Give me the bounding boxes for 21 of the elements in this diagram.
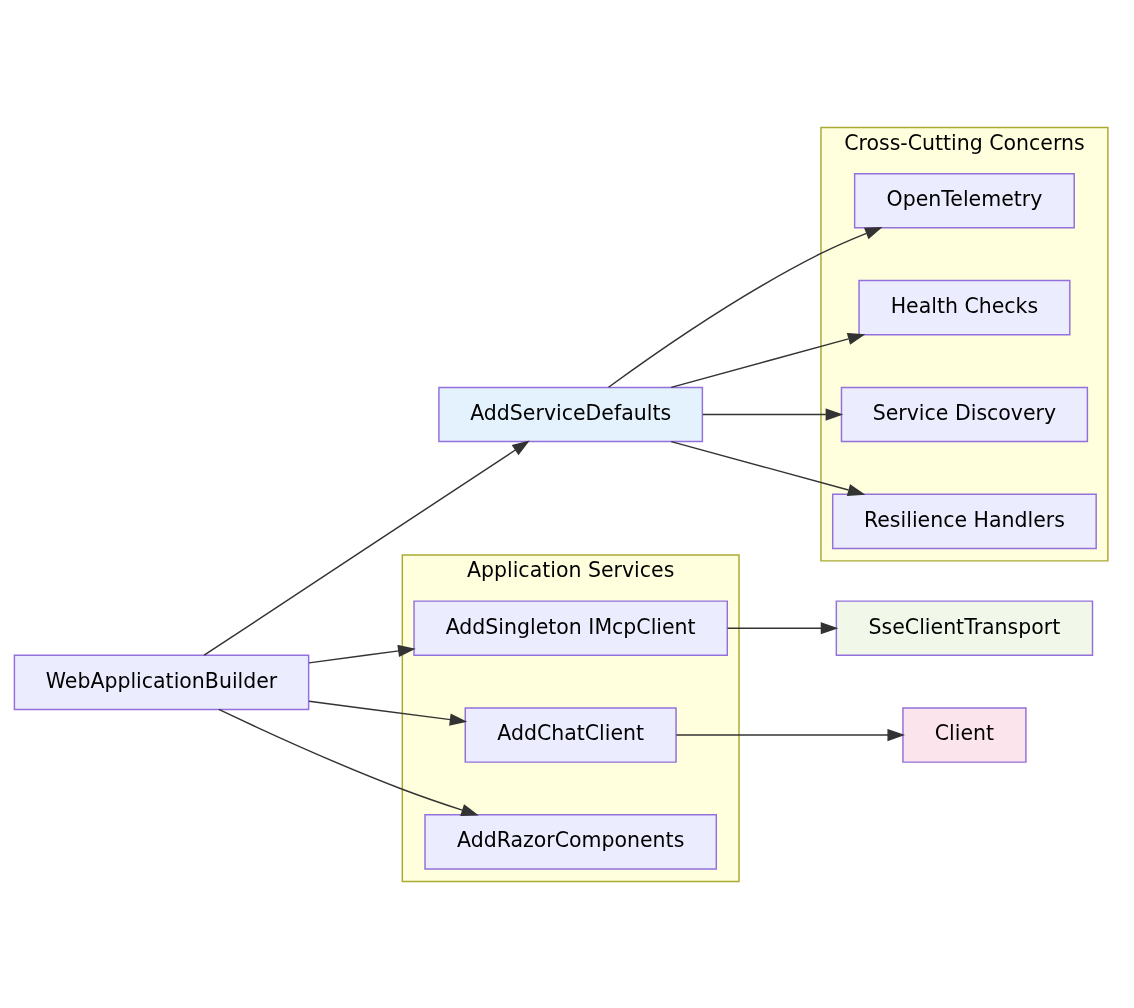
arrow	[702, 407, 844, 421]
node-box: SseClientTransport	[835, 599, 1094, 656]
arrow	[203, 440, 530, 656]
node-box: AddChatClient	[464, 706, 677, 763]
node-box: Service Discovery	[840, 386, 1089, 442]
arrow	[308, 644, 416, 664]
node-box: Client	[902, 706, 1027, 763]
node-box: AddRazorComponents	[424, 813, 718, 870]
node-box: AddServiceDefaults	[438, 386, 704, 442]
node-box: Health Checks	[858, 279, 1071, 335]
node-box: WebApplicationBuilder	[13, 654, 310, 710]
arrow	[670, 440, 866, 496]
node-box: AddSingleton IMcpClient	[413, 599, 728, 656]
arrow	[727, 621, 839, 634]
arrow	[218, 708, 479, 816]
node-box: Resilience Handlers	[831, 493, 1097, 549]
arrow	[675, 728, 905, 741]
arrow	[670, 332, 866, 388]
arrow	[308, 700, 468, 726]
node-box: OpenTelemetry	[853, 172, 1075, 229]
arrow	[607, 226, 883, 388]
